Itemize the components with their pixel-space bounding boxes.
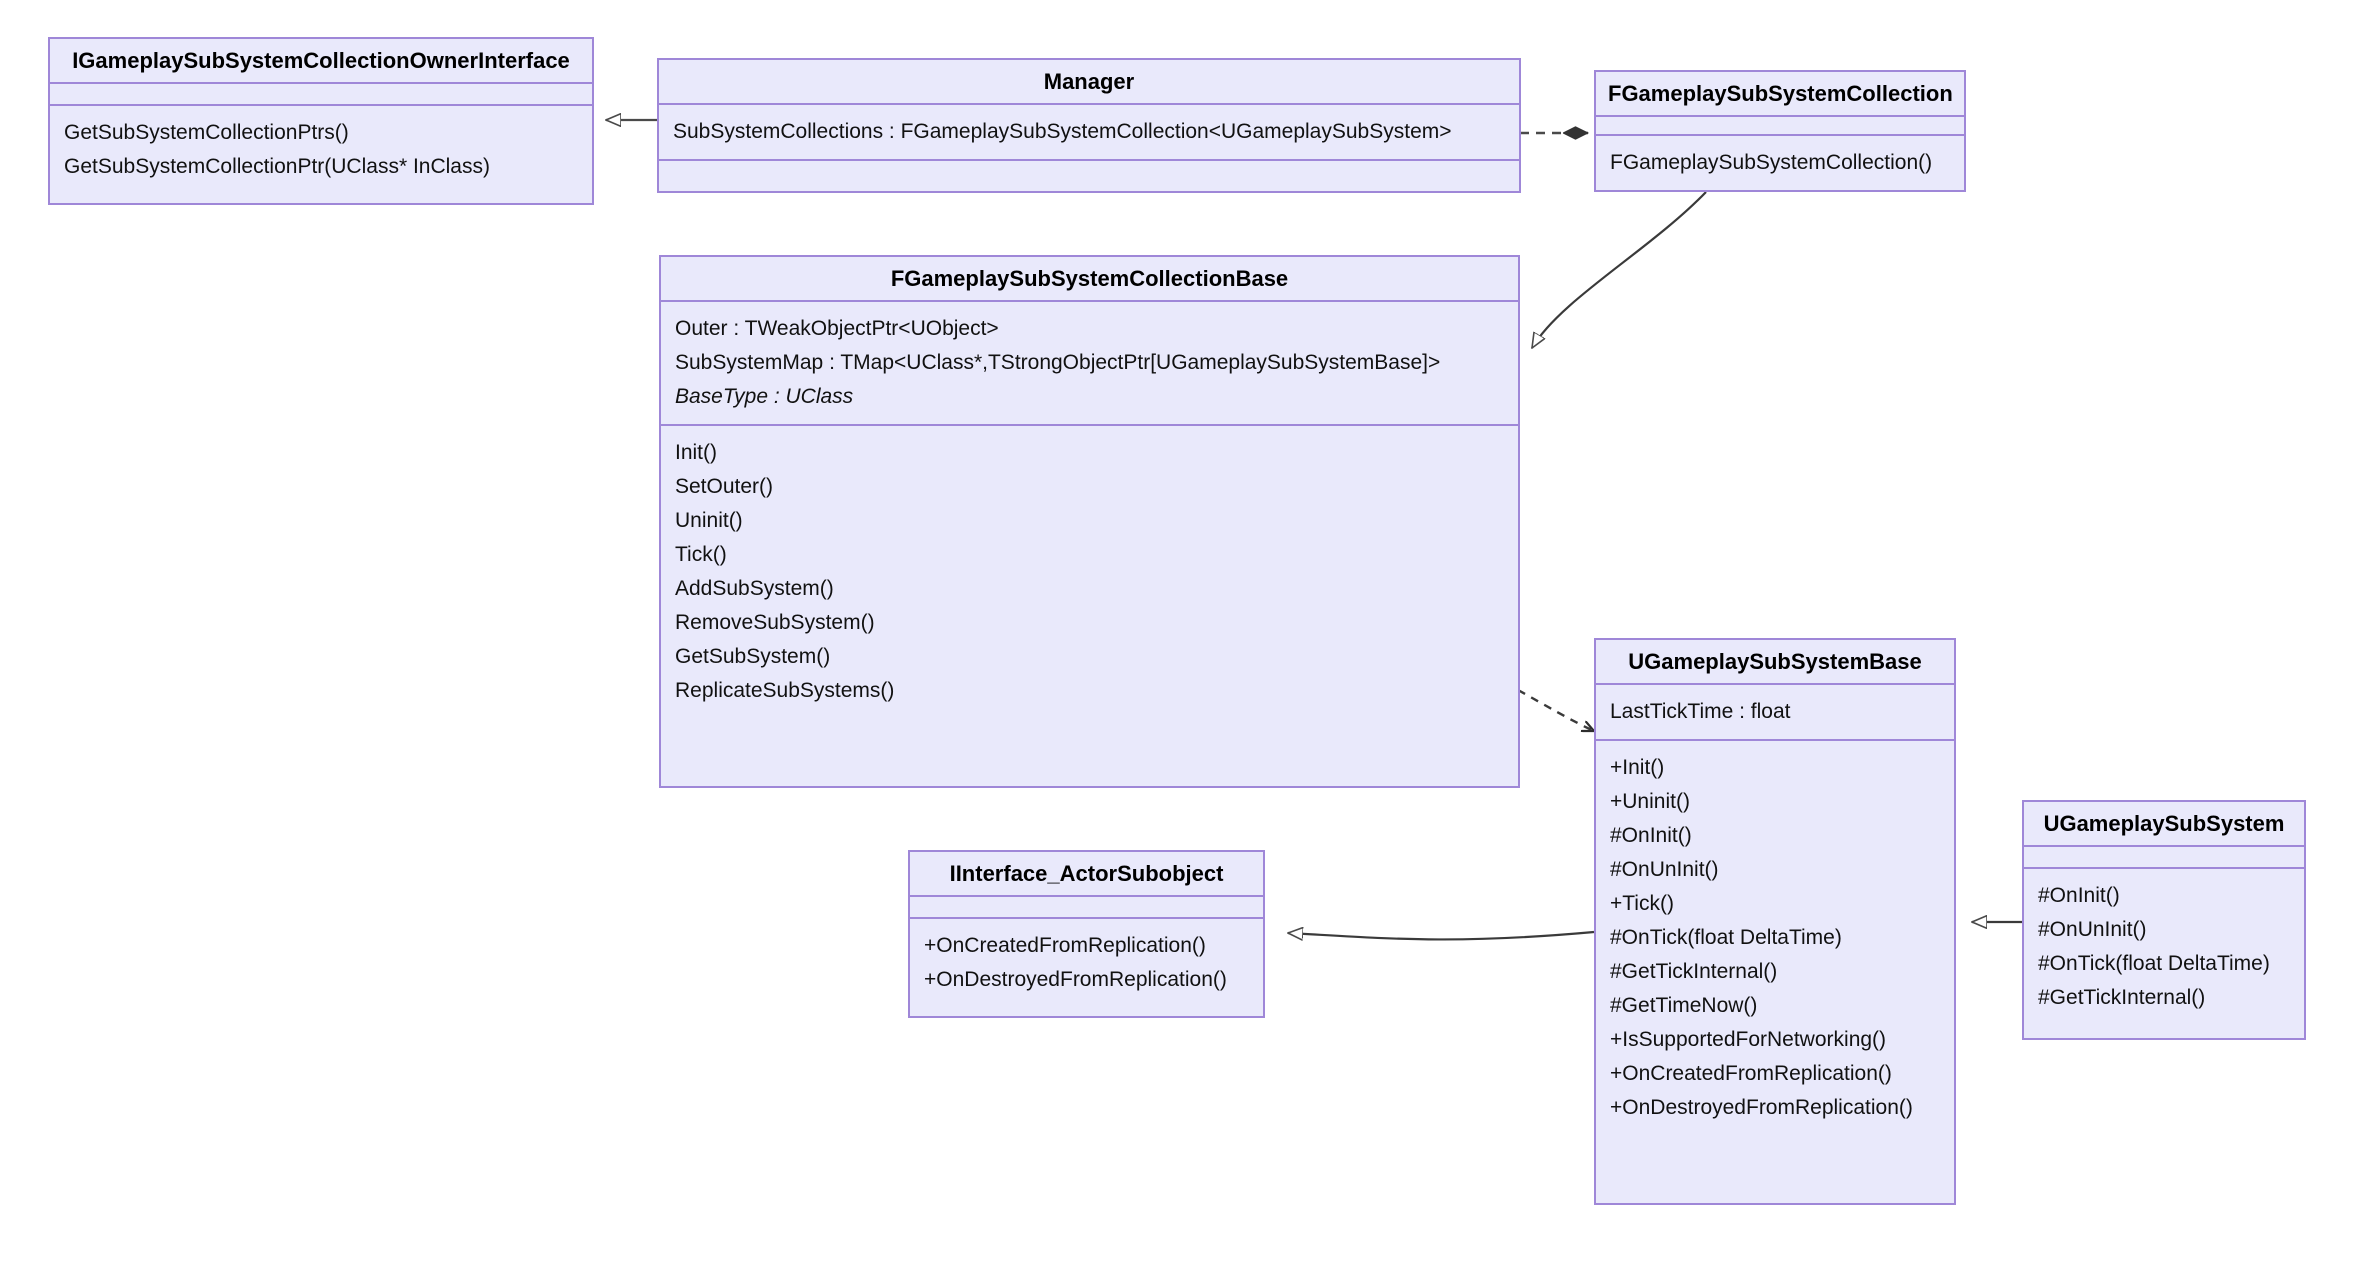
class-title: IInterface_ActorSubobject — [949, 861, 1224, 886]
method-row: #GetTickInternal() — [2038, 986, 2206, 1010]
attributes-compartment — [2024, 847, 2304, 867]
compartment-divider — [50, 104, 592, 107]
class-title: FGameplaySubSystemCollectionBase — [890, 266, 1289, 291]
method-row: ReplicateSubSystems() — [675, 679, 895, 703]
method-row: #OnUnInit() — [2038, 918, 2147, 942]
compartment-divider — [50, 82, 592, 85]
attribute-row: SubSystemMap : TMap<UClass*,TStrongObjec… — [675, 351, 1441, 375]
method-row: GetSubSystem() — [675, 645, 831, 669]
class-title: IGameplaySubSystemCollectionOwnerInterfa… — [72, 48, 570, 73]
method-row: GetSubSystemCollectionPtrs() — [64, 121, 349, 145]
method-row: #OnInit() — [2038, 884, 2120, 908]
method-row: Init() — [675, 441, 717, 465]
method-row: RemoveSubSystem() — [675, 611, 875, 635]
method-row: +Tick() — [1610, 892, 1674, 916]
attributes-compartment: Outer : TWeakObjectPtr<UObject> SubSyste… — [661, 302, 1518, 424]
class-title: UGameplaySubSystemBase — [1628, 649, 1922, 674]
compartment-divider — [2024, 845, 2304, 848]
compartment-divider — [910, 917, 1263, 920]
compartment-divider — [661, 300, 1518, 303]
compartment-divider — [659, 159, 1519, 162]
attributes-compartment — [50, 84, 592, 104]
compartment-divider — [1596, 683, 1954, 686]
method-row: #OnTick(float DeltaTime) — [1610, 926, 1842, 950]
attributes-compartment: LastTickTime : float — [1596, 685, 1954, 739]
method-row: Uninit() — [675, 509, 743, 533]
method-row: Tick() — [675, 543, 727, 567]
compartment-divider — [1596, 739, 1954, 742]
method-row: SetOuter() — [675, 475, 774, 499]
attribute-row: BaseType : UClass — [675, 385, 854, 409]
edge-fcollection-to-fbase — [1532, 191, 1707, 348]
methods-compartment: +OnCreatedFromReplication() +OnDestroyed… — [910, 919, 1263, 1016]
compartment-divider — [910, 895, 1263, 898]
attribute-row: LastTickTime : float — [1610, 700, 1791, 724]
class-title: UGameplaySubSystem — [2043, 811, 2285, 836]
methods-compartment: +Init() +Uninit() #OnInit() #OnUnInit() … — [1596, 741, 1954, 1203]
edge-fbase-to-ubase — [1517, 688, 1594, 731]
method-row: +OnCreatedFromReplication() — [1610, 1062, 1892, 1086]
class-box-fgameplaysubsystemcollectionbase[interactable]: FGameplaySubSystemCollectionBase Outer :… — [659, 255, 1520, 788]
methods-compartment: Init() SetOuter() Uninit() Tick() AddSub… — [661, 426, 1518, 786]
class-title: FGameplaySubSystemCollection — [1608, 81, 1953, 106]
methods-compartment: FGameplaySubSystemCollection() — [1596, 136, 1964, 190]
method-row: #GetTimeNow() — [1610, 994, 1758, 1018]
class-box-ugameplaysubsystem[interactable]: UGameplaySubSystem #OnInit() #OnUnInit()… — [2022, 800, 2306, 1040]
method-row: +OnDestroyedFromReplication() — [1610, 1096, 1913, 1120]
method-row: #GetTickInternal() — [1610, 960, 1778, 984]
compartment-divider — [1596, 134, 1964, 136]
attribute-row: Outer : TWeakObjectPtr<UObject> — [675, 317, 999, 341]
method-row: +OnCreatedFromReplication() — [924, 934, 1206, 958]
class-box-ugameplaysubsystembase[interactable]: UGameplaySubSystemBase LastTickTime : fl… — [1594, 638, 1956, 1205]
method-row: +IsSupportedForNetworking() — [1610, 1028, 1887, 1052]
methods-compartment — [659, 161, 1519, 191]
attributes-compartment: SubSystemCollections : FGameplaySubSyste… — [659, 105, 1519, 159]
class-box-igameplaysubsystemcollectionownerinterface[interactable]: IGameplaySubSystemCollectionOwnerInterfa… — [48, 37, 594, 205]
methods-compartment: #OnInit() #OnUnInit() #OnTick(float Delt… — [2024, 869, 2304, 1038]
compartment-divider — [661, 424, 1518, 427]
method-row: GetSubSystemCollectionPtr(UClass* InClas… — [64, 155, 490, 179]
class-title: Manager — [1043, 69, 1135, 94]
method-row: FGameplaySubSystemCollection() — [1610, 151, 1933, 174]
method-row: #OnUnInit() — [1610, 858, 1719, 882]
edge-ubase-to-iactorsub — [1288, 932, 1595, 939]
attributes-compartment — [910, 897, 1263, 917]
method-row: +Uninit() — [1610, 790, 1690, 814]
class-box-iinterface-actorsubobject[interactable]: IInterface_ActorSubobject +OnCreatedFrom… — [908, 850, 1265, 1018]
method-row: AddSubSystem() — [675, 577, 834, 601]
compartment-divider — [1596, 115, 1964, 118]
method-row: #OnTick(float DeltaTime) — [2038, 952, 2270, 976]
attribute-row: SubSystemCollections : FGameplaySubSyste… — [673, 120, 1452, 144]
method-row: #OnInit() — [1610, 824, 1692, 848]
compartment-divider — [659, 103, 1519, 106]
attributes-compartment — [1596, 117, 1964, 134]
class-box-fgameplaysubsystemcollection[interactable]: FGameplaySubSystemCollection FGameplaySu… — [1594, 70, 1966, 192]
class-box-manager[interactable]: Manager SubSystemCollections : FGameplay… — [657, 58, 1521, 193]
method-row: +Init() — [1610, 756, 1665, 780]
method-row: +OnDestroyedFromReplication() — [924, 968, 1227, 992]
compartment-divider — [2024, 867, 2304, 870]
methods-compartment: GetSubSystemCollectionPtrs() GetSubSyste… — [50, 106, 592, 203]
